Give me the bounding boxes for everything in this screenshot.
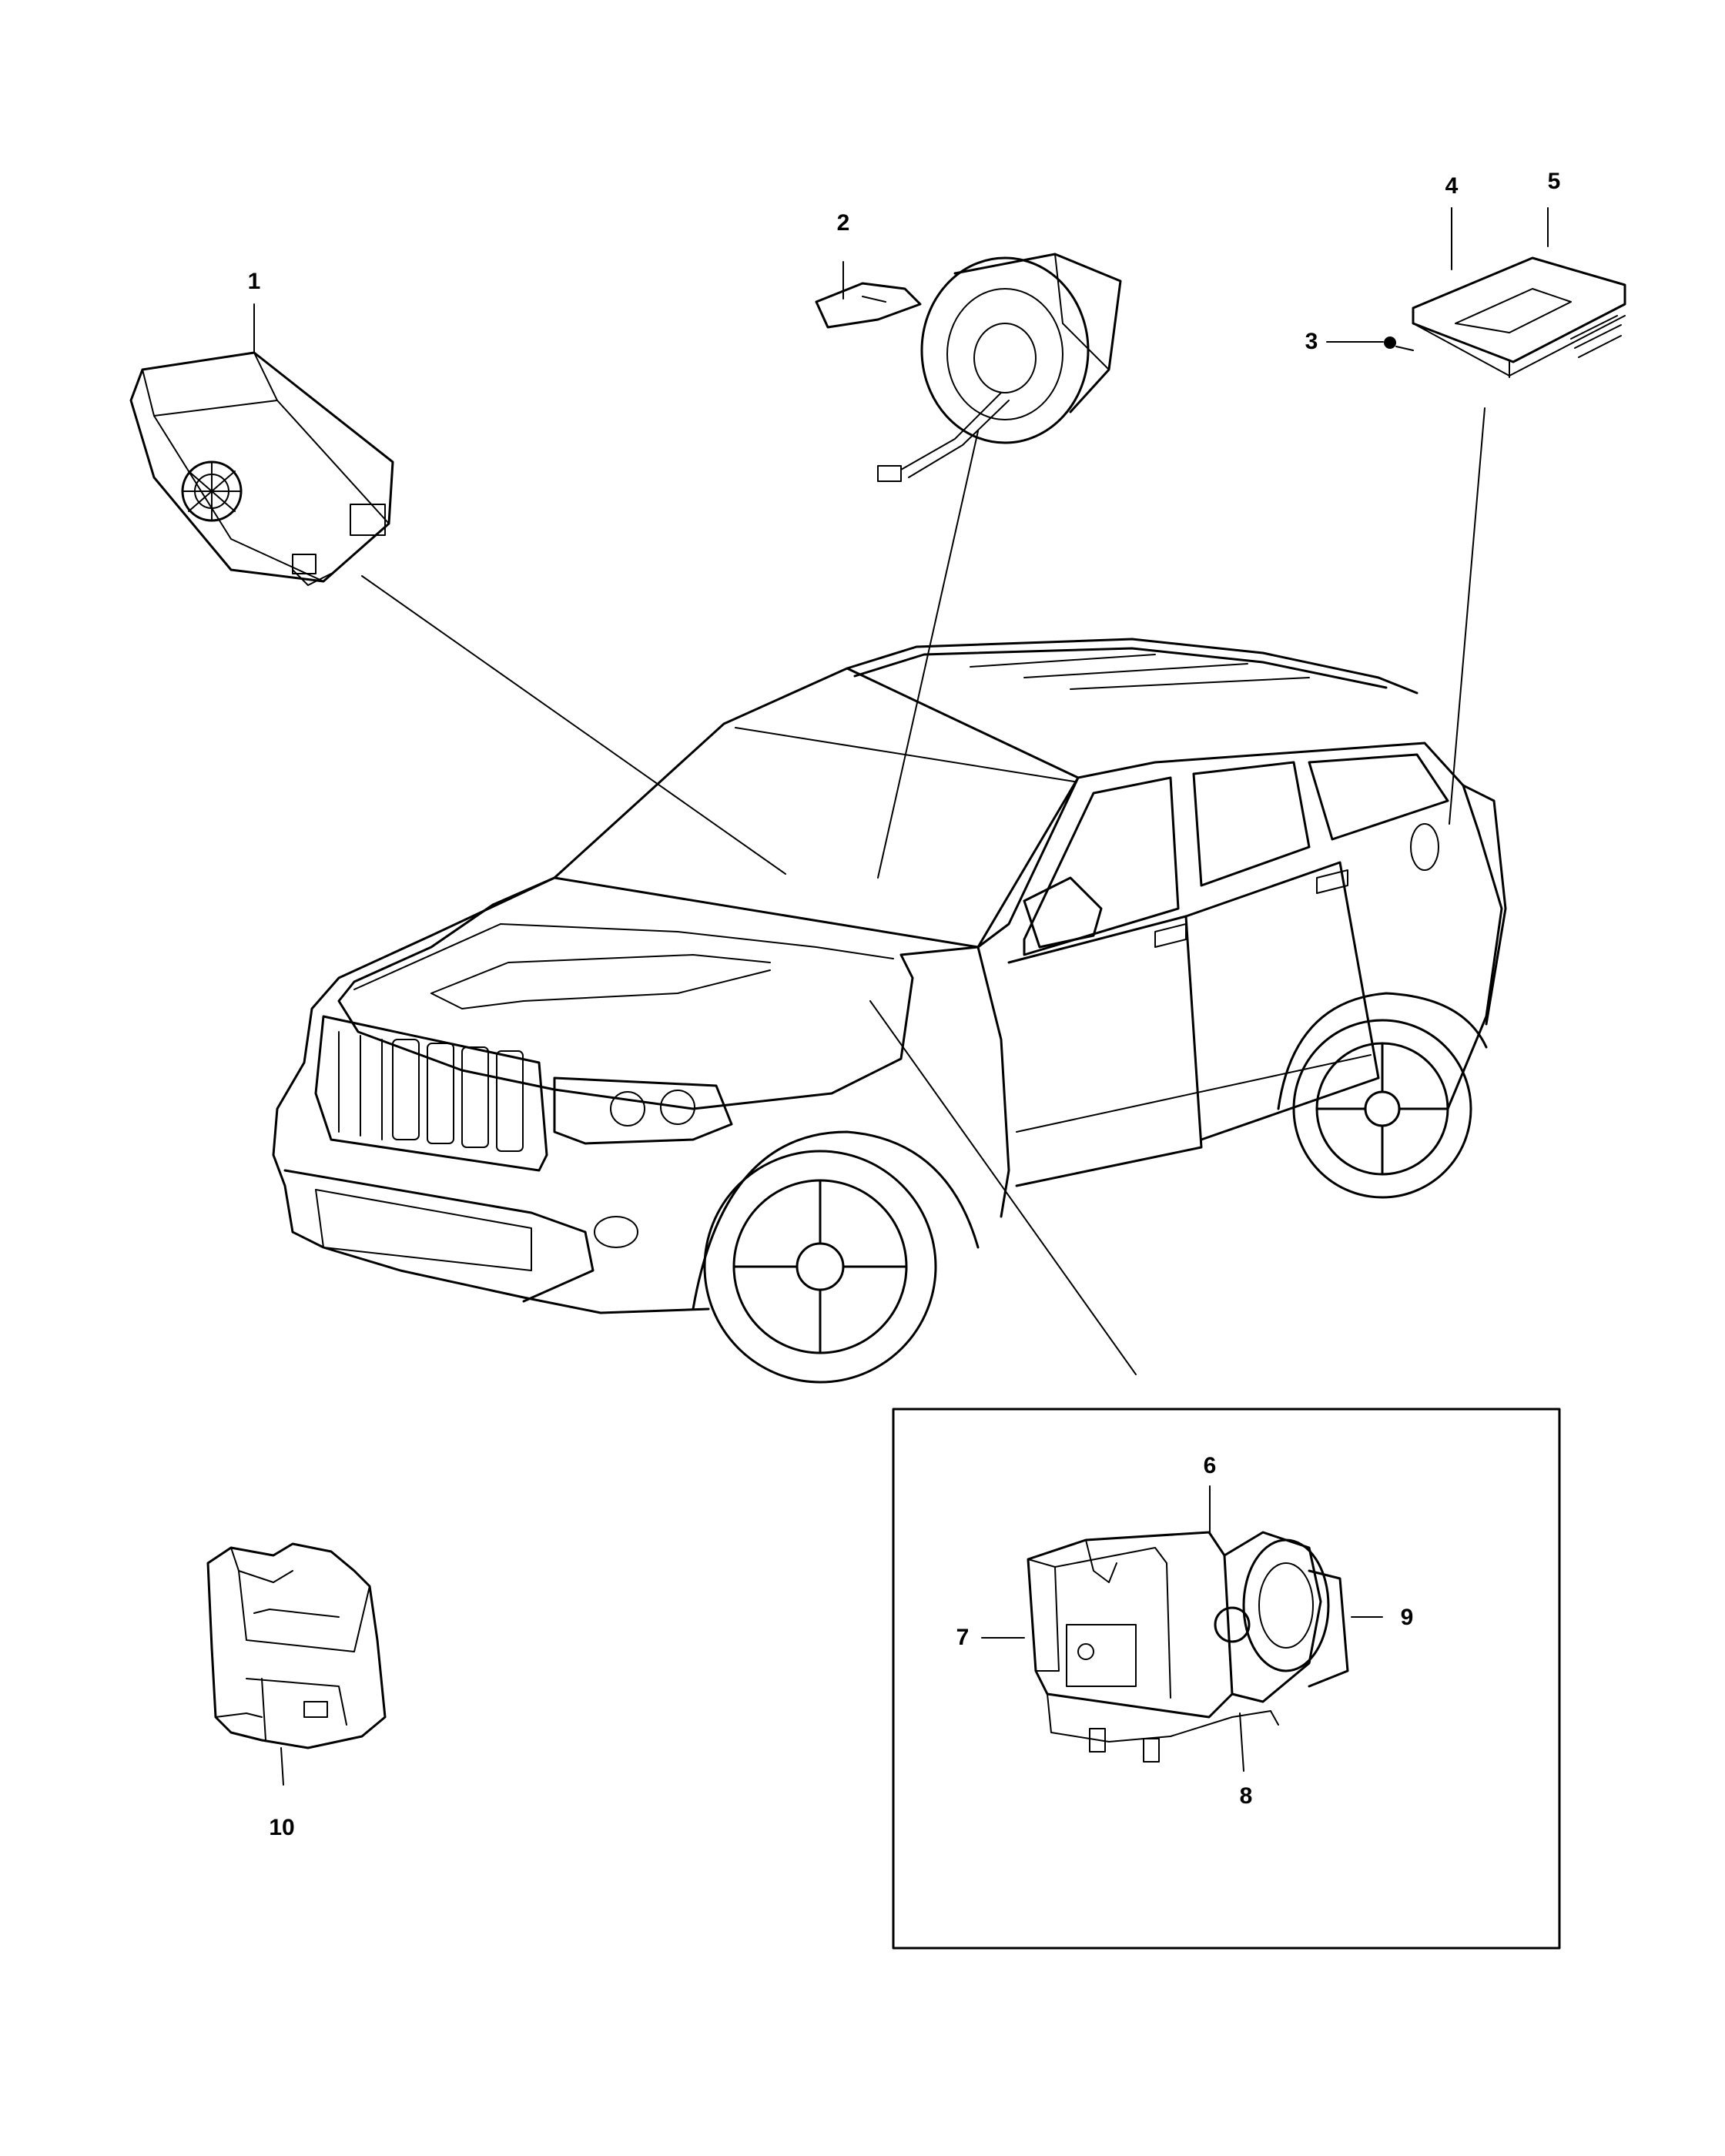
- clockspring-switch-icon: [815, 253, 1122, 482]
- abs-detail-frame: [892, 1408, 1561, 1950]
- leader-lines: [253, 207, 1549, 1786]
- callout-2: 2: [836, 210, 850, 236]
- electronic-module-icon: [1384, 256, 1626, 378]
- abs-hydraulic-unit-icon: [1027, 1531, 1349, 1763]
- suv-vehicle-icon: [272, 638, 1507, 1384]
- callout-1: 1: [247, 269, 261, 294]
- callout-5: 5: [1547, 169, 1561, 194]
- callout-9: 9: [1400, 1605, 1414, 1630]
- callout-10: 10: [269, 1815, 295, 1840]
- callout-6: 6: [1203, 1453, 1217, 1478]
- callout-4: 4: [1445, 173, 1459, 199]
- callout-7: 7: [956, 1625, 970, 1650]
- control-module-icon: [129, 351, 394, 586]
- mounting-bracket-icon: [206, 1542, 387, 1749]
- callout-8: 8: [1239, 1783, 1253, 1809]
- callout-3: 3: [1305, 329, 1318, 354]
